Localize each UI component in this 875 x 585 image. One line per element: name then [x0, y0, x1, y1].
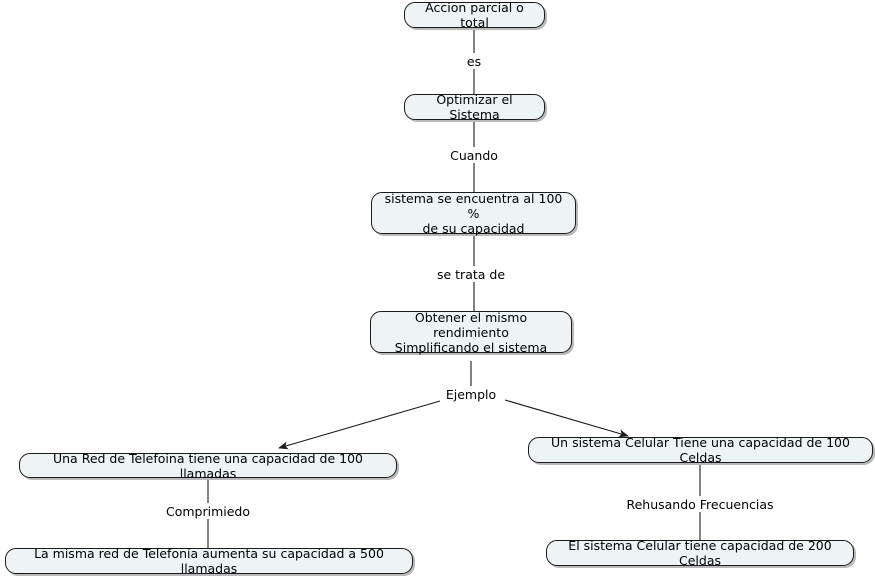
- node-sistema-celular-200-celdas[interactable]: El sistema Celular tiene capacidad de 20…: [546, 538, 854, 568]
- link-label-text: Ejemplo: [445, 387, 497, 402]
- link-label-text: Rehusando Frecuencias: [626, 497, 774, 512]
- node-sistema-100-capacidad[interactable]: sistema se encuentra al 100 % de su capa…: [371, 190, 576, 236]
- link-label-text: es: [466, 54, 482, 69]
- node-label: Optimizar el Sistema: [436, 92, 513, 122]
- node-label: Accion parcial o total: [425, 0, 524, 30]
- link-label-rehusando-frecuencias: Rehusando Frecuencias: [623, 497, 777, 512]
- connector-label-ejemplo-n6: [504, 399, 629, 438]
- node-sistema-celular-100-celdas[interactable]: Un sistema Celular Tiene una capacidad d…: [528, 435, 873, 465]
- link-label-comprimiedo: Comprimiedo: [162, 504, 254, 519]
- node-red-telefonia-100-llamadas[interactable]: Una Red de Telefoina tiene una capacidad…: [19, 450, 397, 481]
- link-label-se-trata-de: se trata de: [433, 267, 509, 282]
- link-label-cuando: Cuando: [447, 148, 501, 163]
- link-label-text: Cuando: [450, 148, 498, 163]
- node-optimizar-el-sistema[interactable]: Optimizar el Sistema: [404, 92, 545, 122]
- node-label: Una Red de Telefoina tiene una capacidad…: [52, 450, 364, 481]
- connector-label-ejemplo-n5: [278, 400, 441, 450]
- node-red-telefonia-500-llamadas[interactable]: La misma red de Telefonía aumenta su cap…: [5, 546, 413, 576]
- link-label-text: se trata de: [436, 267, 506, 282]
- node-label: El sistema Celular tiene capacidad de 20…: [568, 538, 832, 568]
- link-label-es: es: [463, 54, 485, 69]
- node-label: Obtener el mismo rendimiento Simplifican…: [394, 309, 548, 355]
- node-obtener-mismo-rendimiento[interactable]: Obtener el mismo rendimiento Simplifican…: [370, 309, 572, 355]
- node-accion-parcial-o-total[interactable]: Accion parcial o total: [404, 0, 545, 30]
- node-label: sistema se encuentra al 100 % de su capa…: [384, 190, 563, 236]
- node-label: La misma red de Telefonía aumenta su cap…: [34, 546, 384, 576]
- link-label-text: Comprimiedo: [165, 504, 251, 519]
- node-label: Un sistema Celular Tiene una capacidad d…: [551, 435, 850, 465]
- link-label-ejemplo: Ejemplo: [442, 387, 500, 402]
